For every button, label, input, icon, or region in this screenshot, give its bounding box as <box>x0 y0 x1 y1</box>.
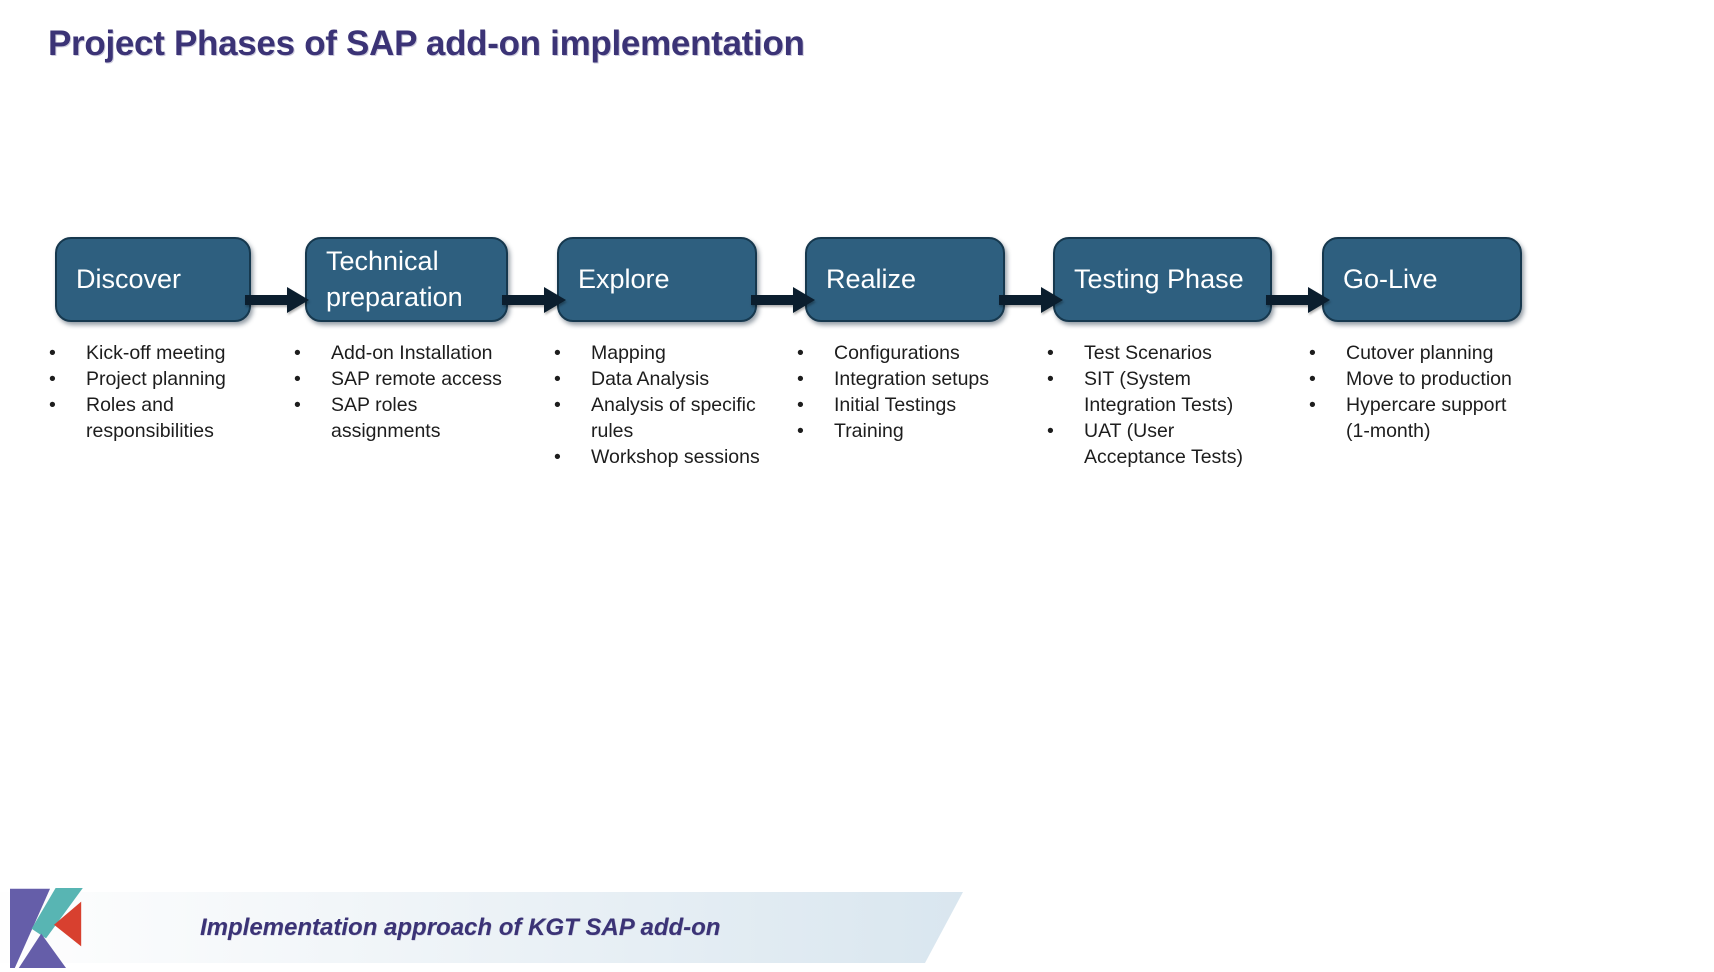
list-item: Cutover planning <box>1305 340 1535 366</box>
kgt-logo-icon <box>10 888 90 968</box>
list-item: Test Scenarios <box>1043 340 1275 366</box>
list-item: UAT (User Acceptance Tests) <box>1043 418 1275 470</box>
phase-box-label: Technical preparation <box>326 246 463 312</box>
phase-box-discover: Discover <box>55 237 251 322</box>
list-item: SAP roles assignments <box>290 392 508 444</box>
list-item: Data Analysis <box>550 366 772 392</box>
list-item: Project planning <box>45 366 257 392</box>
list-item: Mapping <box>550 340 772 366</box>
phase-box-label: Discover <box>76 263 182 294</box>
phase-box-label: Testing Phase <box>1074 263 1244 294</box>
list-item: Configurations <box>793 340 1011 366</box>
list-item: Hypercare support (1-month) <box>1305 392 1535 444</box>
footer-band: Implementation approach of KGT SAP add-o… <box>0 892 963 963</box>
phase-list-discover: Kick-off meeting Project planning Roles … <box>45 340 257 444</box>
footer-caption: Implementation approach of KGT SAP add-o… <box>200 913 721 941</box>
flow-arrow-icon <box>999 286 1063 314</box>
phase-box-realize: Realize <box>805 237 1005 322</box>
phase-box-technical-preparation: Technical preparation <box>305 237 508 322</box>
list-item: Move to production <box>1305 366 1535 392</box>
flow-arrow-icon <box>502 286 566 314</box>
list-item: Roles and responsibilities <box>45 392 257 444</box>
phase-list-technical-preparation: Add-on Installation SAP remote access SA… <box>290 340 508 444</box>
phase-box-label: Realize <box>826 263 917 294</box>
list-item: Analysis of specific rules <box>550 392 772 444</box>
list-item: SAP remote access <box>290 366 508 392</box>
phase-list-go-live: Cutover planning Move to production Hype… <box>1305 340 1535 444</box>
list-item: Training <box>793 418 1011 444</box>
list-item: Add-on Installation <box>290 340 508 366</box>
flow-arrow-icon <box>1266 286 1330 314</box>
phase-box-label: Explore <box>578 263 670 294</box>
list-item: Initial Testings <box>793 392 1011 418</box>
phase-list-testing-phase: Test Scenarios SIT (System Integration T… <box>1043 340 1275 470</box>
phase-box-go-live: Go-Live <box>1322 237 1522 322</box>
flow-arrow-icon <box>245 286 309 314</box>
flow-arrow-icon <box>751 286 815 314</box>
list-item: Kick-off meeting <box>45 340 257 366</box>
list-item: SIT (System Integration Tests) <box>1043 366 1275 418</box>
list-item: Workshop sessions <box>550 444 772 470</box>
phase-list-realize: Configurations Integration setups Initia… <box>793 340 1011 444</box>
phase-box-explore: Explore <box>557 237 757 322</box>
slide-title: Project Phases of SAP add-on implementat… <box>48 24 805 63</box>
phase-box-label: Go-Live <box>1343 263 1438 294</box>
phase-box-testing-phase: Testing Phase <box>1053 237 1272 322</box>
list-item: Integration setups <box>793 366 1011 392</box>
phase-list-explore: Mapping Data Analysis Analysis of specif… <box>550 340 772 470</box>
